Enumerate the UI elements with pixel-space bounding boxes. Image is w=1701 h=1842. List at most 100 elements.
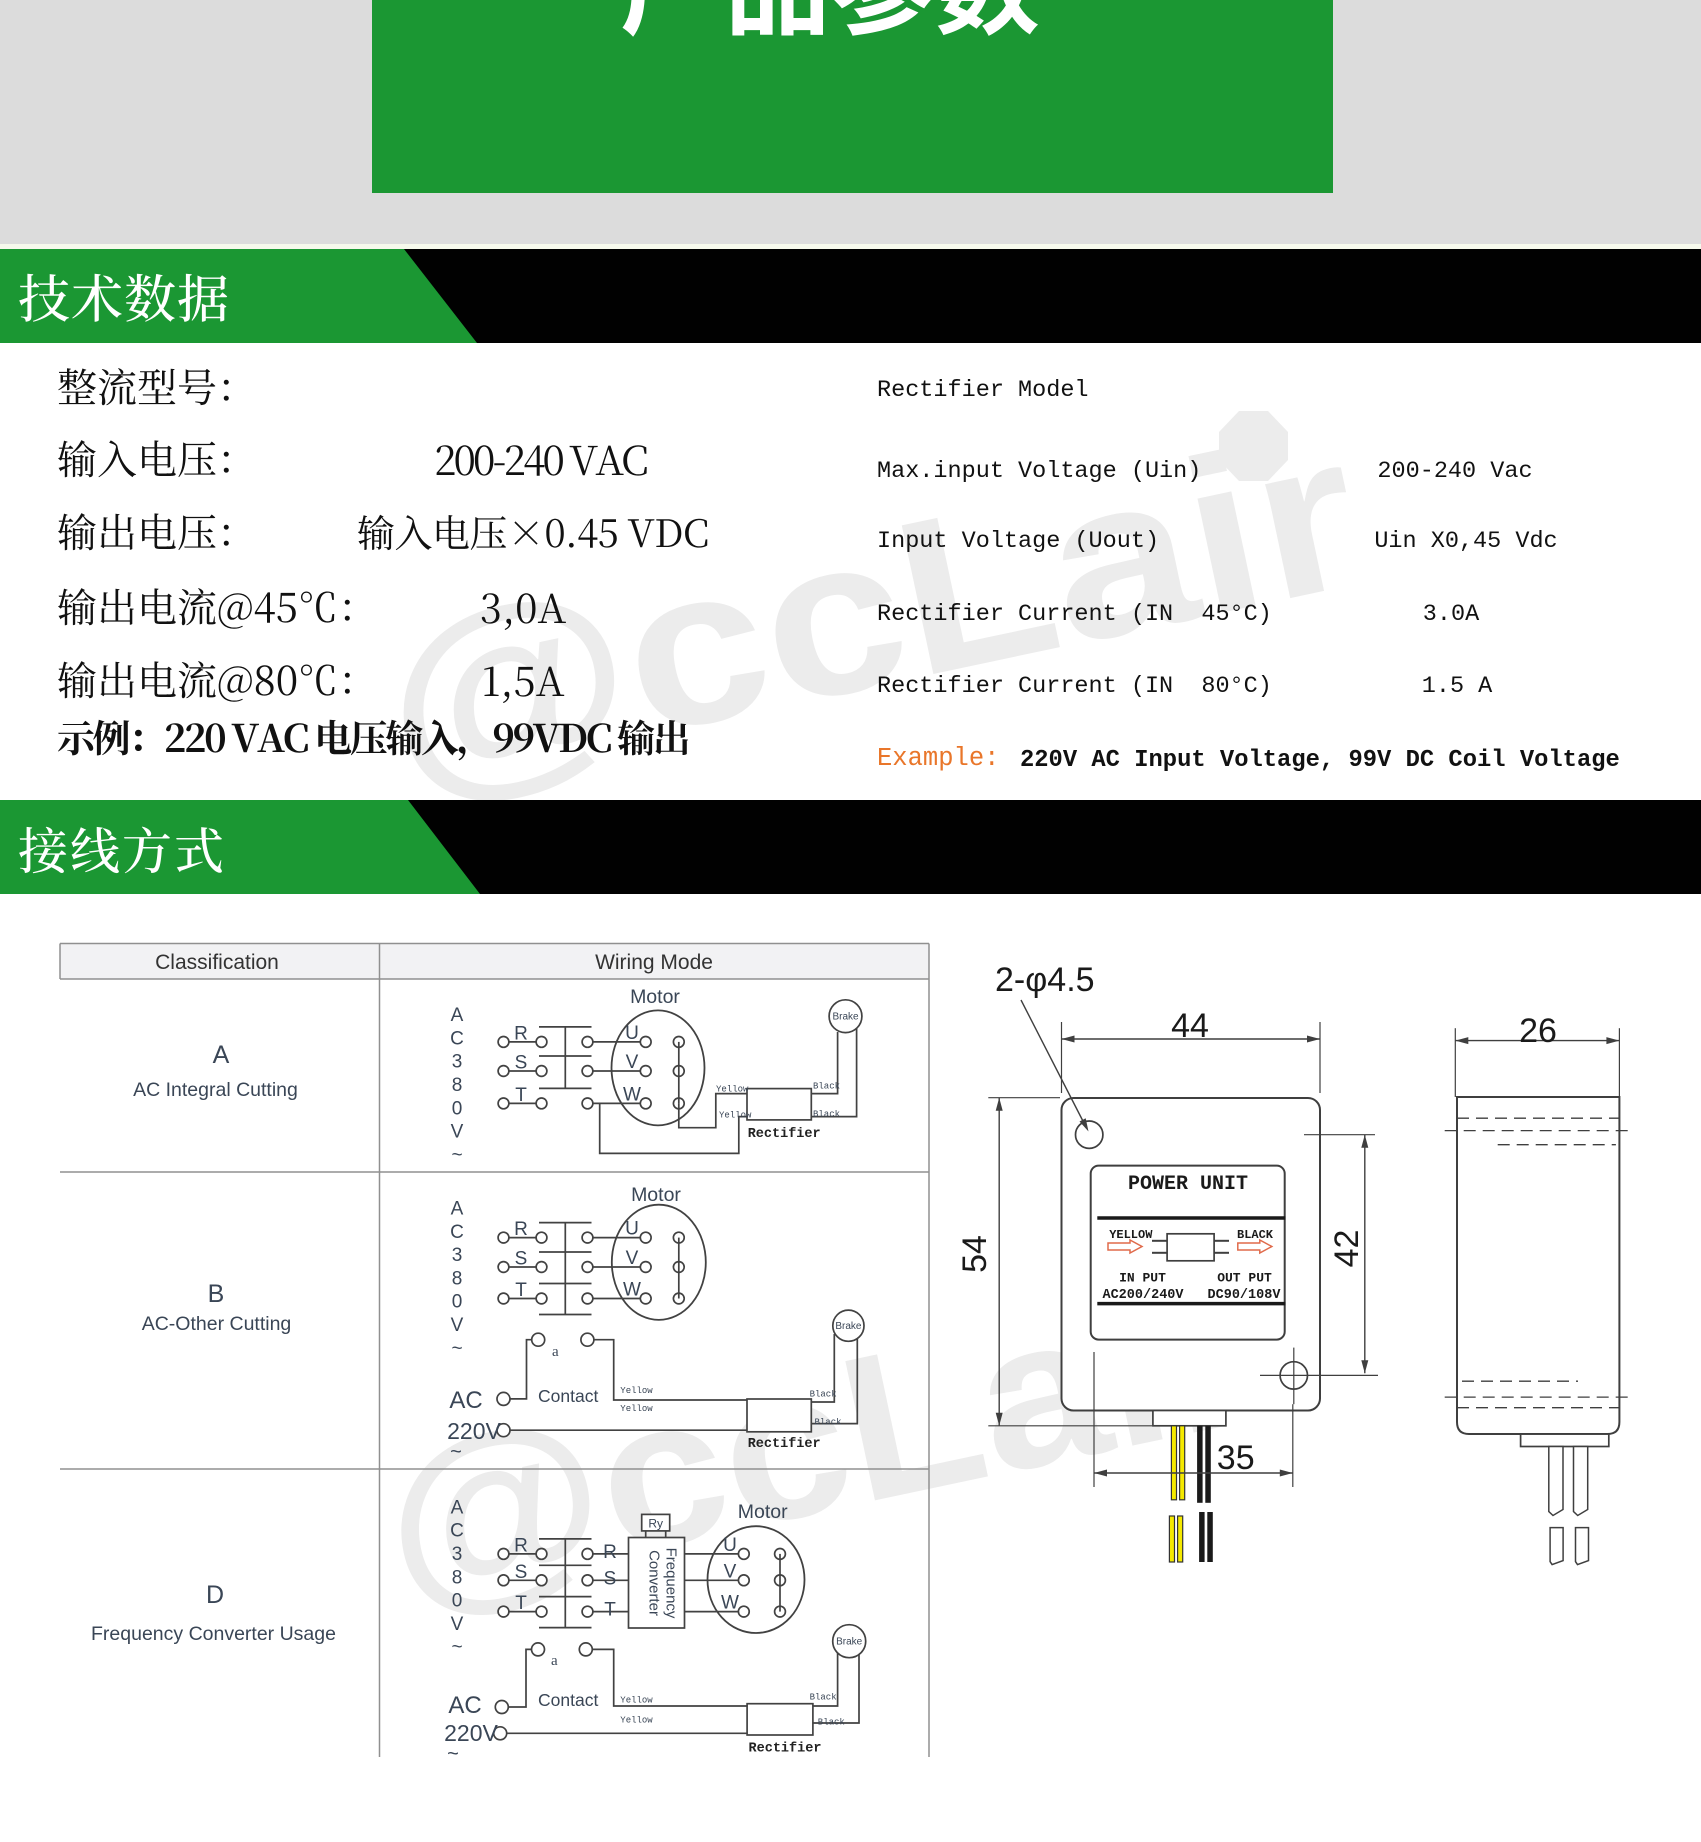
svg-text:C: C [450, 1028, 464, 1049]
svg-text:Black: Black [810, 1390, 837, 1400]
svg-text:~: ~ [450, 1441, 462, 1463]
svg-text:YELLOW: YELLOW [1109, 1228, 1153, 1242]
svg-text:0: 0 [452, 1098, 463, 1119]
svg-text:R: R [514, 1219, 528, 1240]
svg-text:V: V [626, 1248, 639, 1269]
svg-text:Max.input Voltage (Uin): Max.input Voltage (Uin) [877, 458, 1201, 485]
svg-text:Black: Black [813, 1110, 840, 1120]
svg-text:V: V [451, 1122, 464, 1143]
svg-text:42: 42 [1328, 1230, 1366, 1268]
svg-text:A: A [451, 1199, 464, 1220]
svg-text:~: ~ [447, 1743, 459, 1765]
svg-text:Rectifier: Rectifier [749, 1742, 822, 1757]
svg-text:Wiring Mode: Wiring Mode [595, 951, 713, 974]
svg-text:AC200/240V: AC200/240V [1102, 1288, 1184, 1303]
svg-text:R: R [514, 1535, 528, 1556]
svg-text:Rectifier Current (IN 45°C): Rectifier Current (IN 45°C) [877, 601, 1272, 628]
svg-text:Rectifier Current (IN 80°C): Rectifier Current (IN 80°C) [877, 673, 1272, 700]
svg-text:8: 8 [452, 1268, 463, 1289]
svg-text:Black: Black [818, 1718, 845, 1728]
svg-text:Example:: Example: [877, 744, 999, 773]
svg-text:Black: Black [813, 1082, 840, 1092]
svg-text:AC Integral Cutting: AC Integral Cutting [133, 1079, 298, 1101]
svg-text:220V: 220V [447, 1418, 501, 1444]
svg-text:IN PUT: IN PUT [1119, 1270, 1166, 1285]
svg-text:Rectifier: Rectifier [748, 1127, 821, 1142]
svg-text:Yellow: Yellow [620, 1404, 653, 1414]
svg-text:Frequency Converter Usage: Frequency Converter Usage [91, 1623, 336, 1645]
svg-text:AC: AC [449, 1387, 482, 1414]
svg-text:U: U [723, 1535, 737, 1556]
svg-text:S: S [515, 1249, 528, 1270]
svg-text:T: T [515, 1593, 527, 1614]
svg-text:POWER UNIT: POWER UNIT [1128, 1173, 1248, 1196]
svg-text:200-240 Vac: 200-240 Vac [1377, 458, 1532, 485]
svg-text:3.0A: 3.0A [1423, 601, 1480, 628]
svg-text:FrequencyConverter: FrequencyConverter [646, 1548, 680, 1619]
svg-text:W: W [721, 1593, 739, 1614]
svg-text:Yellow: Yellow [716, 1085, 749, 1095]
svg-text:Yellow: Yellow [719, 1111, 752, 1121]
svg-text:8: 8 [452, 1075, 463, 1096]
svg-text:V: V [451, 1614, 464, 1635]
svg-text:54: 54 [956, 1235, 994, 1273]
svg-text:R: R [603, 1542, 617, 1563]
svg-text:3: 3 [452, 1245, 463, 1266]
svg-text:Uin X0,45 Vdc: Uin X0,45 Vdc [1374, 528, 1557, 555]
svg-text:a: a [551, 1653, 558, 1669]
svg-text:W: W [623, 1280, 641, 1301]
svg-text:Contact: Contact [538, 1386, 598, 1406]
svg-text:R: R [514, 1023, 528, 1044]
svg-text:A: A [451, 1005, 464, 1026]
svg-text:AC: AC [448, 1692, 481, 1719]
svg-text:D: D [206, 1581, 224, 1609]
svg-text:a: a [552, 1344, 559, 1360]
svg-text:S: S [515, 1562, 528, 1583]
svg-text:T: T [515, 1085, 527, 1106]
svg-text:1.5 A: 1.5 A [1422, 673, 1493, 700]
svg-text:Black: Black [810, 1693, 837, 1703]
svg-text:0: 0 [452, 1591, 463, 1612]
svg-text:U: U [625, 1219, 639, 1240]
svg-text:V: V [451, 1315, 464, 1336]
svg-text:Ry: Ry [648, 1517, 663, 1531]
svg-text:W: W [623, 1084, 641, 1105]
svg-text:Motor: Motor [631, 1184, 681, 1206]
svg-text:3: 3 [452, 1052, 463, 1073]
svg-text:Black: Black [815, 1418, 842, 1428]
svg-text:Input Voltage (Uout): Input Voltage (Uout) [877, 528, 1159, 555]
svg-text:Brake: Brake [832, 1012, 859, 1023]
svg-text:Classification: Classification [155, 951, 279, 974]
svg-text:AC-Other Cutting: AC-Other Cutting [142, 1313, 292, 1335]
svg-text:Motor: Motor [738, 1501, 788, 1523]
svg-text:220V: 220V [444, 1720, 498, 1746]
svg-text:A: A [451, 1497, 464, 1518]
svg-text:Rectifier: Rectifier [748, 1437, 821, 1452]
svg-text:Yellow: Yellow [620, 1386, 653, 1396]
svg-text:220V AC Input Voltage, 99V DC: 220V AC Input Voltage, 99V DC Coil Volta… [1020, 747, 1620, 774]
svg-text:S: S [515, 1053, 528, 1074]
svg-text:V: V [724, 1561, 737, 1582]
svg-text:Motor: Motor [630, 986, 680, 1008]
svg-text:Brake: Brake [835, 1321, 862, 1332]
svg-text:~: ~ [451, 1145, 462, 1166]
svg-text:44: 44 [1171, 1007, 1209, 1045]
svg-text:C: C [450, 1222, 464, 1243]
svg-text:V: V [626, 1052, 639, 1073]
svg-text:B: B [208, 1280, 225, 1308]
svg-text:A: A [213, 1041, 230, 1069]
svg-text:3: 3 [452, 1544, 463, 1565]
svg-text:Yellow: Yellow [620, 1716, 653, 1726]
svg-text:Contact: Contact [538, 1690, 598, 1710]
svg-text:8: 8 [452, 1567, 463, 1588]
svg-text:BLACK: BLACK [1237, 1228, 1274, 1242]
svg-text:U: U [625, 1023, 639, 1044]
svg-text:T: T [515, 1280, 527, 1301]
svg-text:Yellow: Yellow [620, 1696, 653, 1706]
svg-text:2-φ4.5: 2-φ4.5 [995, 961, 1095, 999]
svg-text:Rectifier Model: Rectifier Model [877, 377, 1089, 404]
svg-text:0: 0 [452, 1292, 463, 1313]
svg-text:C: C [450, 1521, 464, 1542]
svg-text:26: 26 [1519, 1012, 1557, 1050]
svg-text:~: ~ [451, 1338, 462, 1359]
